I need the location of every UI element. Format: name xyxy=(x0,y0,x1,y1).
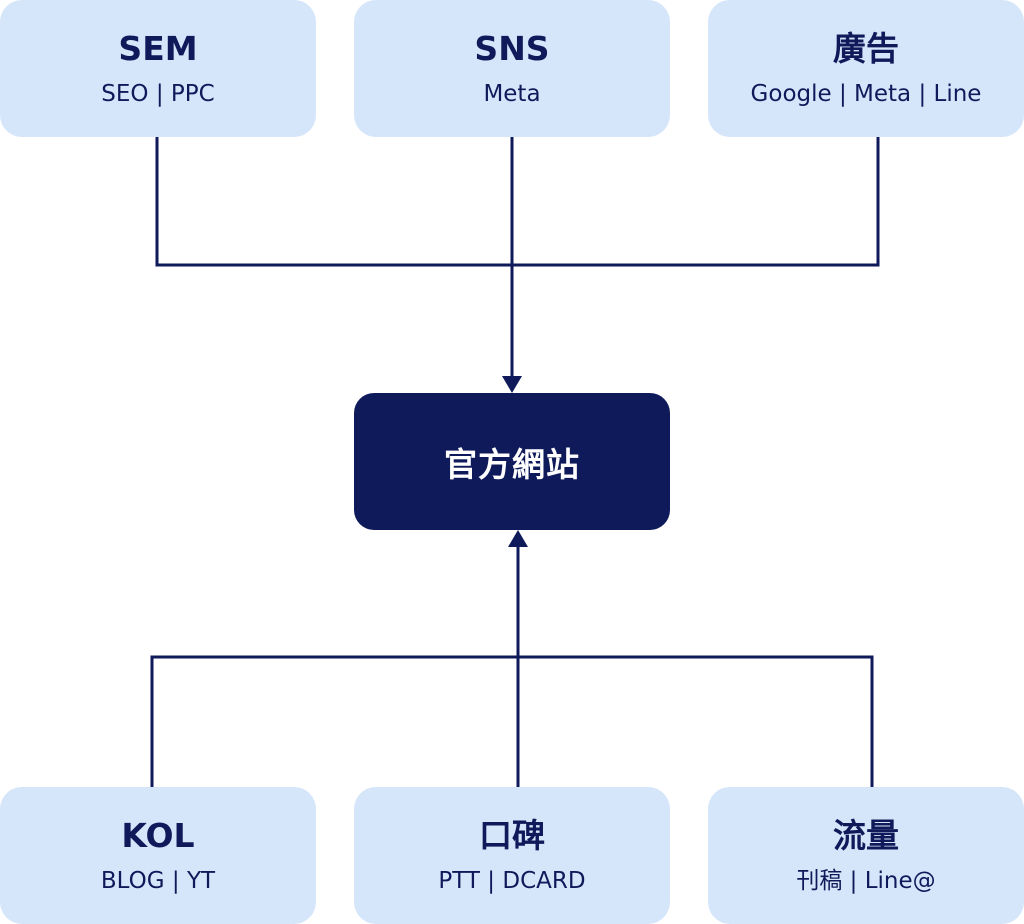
hub-official-website: 官方網站 xyxy=(354,393,670,530)
node-subtitle: Meta xyxy=(483,80,541,107)
connector-sem-to-bus xyxy=(155,137,512,267)
node-kol: KOL BLOG | YT xyxy=(0,787,316,924)
connector-traffic-to-bus xyxy=(518,655,874,787)
node-title: 流量 xyxy=(833,815,899,855)
node-subtitle: Google | Meta | Line xyxy=(750,80,982,107)
node-subtitle: 刊稿 | Line@ xyxy=(796,867,936,894)
node-sem: SEM SEO | PPC xyxy=(0,0,316,137)
node-subtitle: PTT | DCARD xyxy=(438,867,586,894)
node-title: 廣告 xyxy=(833,28,899,68)
node-ads: 廣告 Google | Meta | Line xyxy=(708,0,1024,137)
node-word-of-mouth: 口碑 PTT | DCARD xyxy=(354,787,670,924)
node-subtitle: BLOG | YT xyxy=(100,867,216,894)
node-sns: SNS Meta xyxy=(354,0,670,137)
node-subtitle: SEO | PPC xyxy=(101,80,215,107)
node-traffic: 流量 刊稿 | Line@ xyxy=(708,787,1024,924)
arrow-up-icon xyxy=(508,530,528,547)
hub-title: 官方網站 xyxy=(444,444,580,484)
connector-ads-to-bus xyxy=(512,137,880,267)
node-title: KOL xyxy=(121,815,195,855)
connector-kol-to-bus xyxy=(150,655,518,787)
node-title: 口碑 xyxy=(479,815,545,855)
arrow-down-icon xyxy=(502,376,522,393)
node-title: SEM xyxy=(118,28,198,68)
node-title: SNS xyxy=(474,28,550,68)
